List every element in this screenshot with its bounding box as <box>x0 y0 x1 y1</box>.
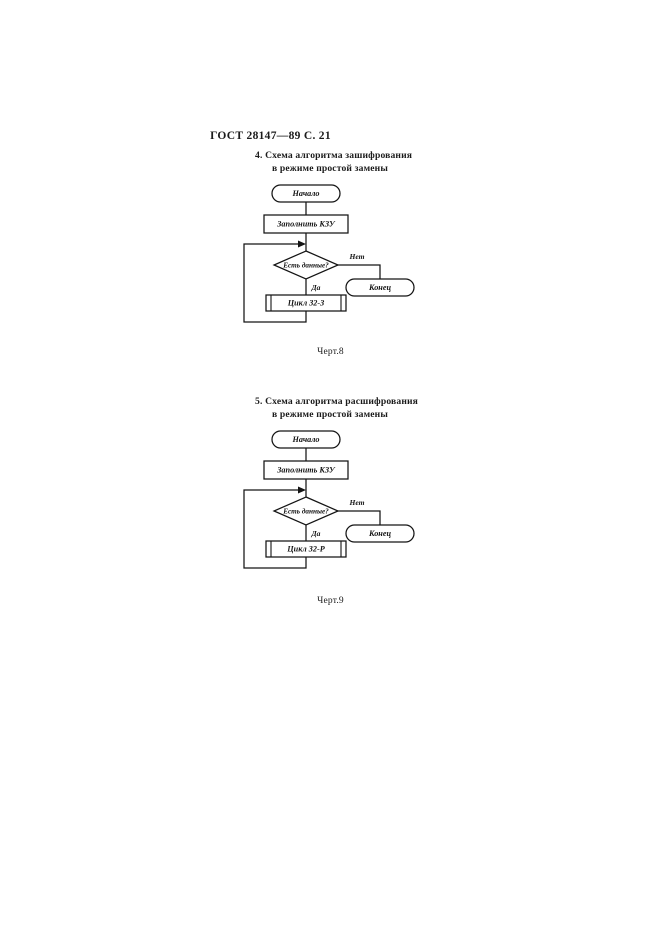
figure-caption-9: Черт.9 <box>317 596 344 606</box>
figure-caption-8: Черт.8 <box>317 347 344 357</box>
node-fill-key-label: Заполнить КЗУ <box>276 465 336 474</box>
arrowhead-loop-back-icon <box>297 486 306 494</box>
section-4-title: Схема алгоритма зашифрования <box>265 150 413 161</box>
section-4-heading-line-2: в режиме простой замены <box>272 162 388 174</box>
page-header-standard-reference: ГОСТ 28147—89 С. 21 <box>210 130 331 142</box>
node-cycle-label: Цикл 32-З <box>286 298 324 307</box>
section-5-heading-line-1: 5. Схема алгоритма расшифрования <box>0 396 661 409</box>
node-end-label: Конец <box>367 529 391 538</box>
section-4-heading-line-1: 4. Схема алгоритма зашифрования <box>0 150 661 163</box>
section-5-title: Схема алгоритма расшифрования <box>265 396 419 407</box>
node-cycle-label: Цикл 32-Р <box>286 544 325 553</box>
arrowhead-loop-back-icon <box>297 240 306 248</box>
node-start-terminal <box>270 430 341 449</box>
node-cycle-predefined-process <box>264 294 347 312</box>
section-4-number: 4. <box>255 150 263 161</box>
connector-decision-no-to-end <box>336 264 381 280</box>
connector-loop-back <box>242 243 307 323</box>
node-end-terminal <box>344 278 415 297</box>
edge-label-yes: Да <box>310 529 320 538</box>
node-decision-has-data <box>271 250 340 280</box>
node-cycle-predefined-process <box>264 540 347 558</box>
edge-label-no: Нет <box>348 252 364 261</box>
node-decision-has-data <box>271 496 340 526</box>
node-decision-label: Есть данные? <box>282 261 329 269</box>
section-encryption-algorithm: 4. Схема алгоритма зашифрования в режиме… <box>0 150 661 325</box>
node-decision-label: Есть данные? <box>282 507 329 515</box>
flowchart-encryption: Начало Заполнить КЗУ Есть данные? Нет Да… <box>226 175 456 325</box>
node-end-label: Конец <box>367 283 391 292</box>
node-start-label: Начало <box>291 435 319 444</box>
node-end-terminal <box>344 524 415 543</box>
connector-decision-no-to-end <box>336 510 381 526</box>
section-5-heading-line-2: в режиме простой замены <box>272 408 388 420</box>
node-fill-key-process <box>262 214 349 234</box>
section-5-number: 5. <box>255 396 263 407</box>
connector-loop-back <box>242 489 307 569</box>
node-fill-key-label: Заполнить КЗУ <box>276 219 336 228</box>
node-start-label: Начало <box>291 189 319 198</box>
section-decryption-algorithm: 5. Схема алгоритма расшифрования в режим… <box>0 396 661 571</box>
edge-label-no: Нет <box>348 498 364 507</box>
node-fill-key-process <box>262 460 349 480</box>
flowchart-decryption: Начало Заполнить КЗУ Есть данные? Нет Да… <box>226 421 456 571</box>
edge-label-yes: Да <box>310 283 320 292</box>
node-start-terminal <box>270 184 341 203</box>
